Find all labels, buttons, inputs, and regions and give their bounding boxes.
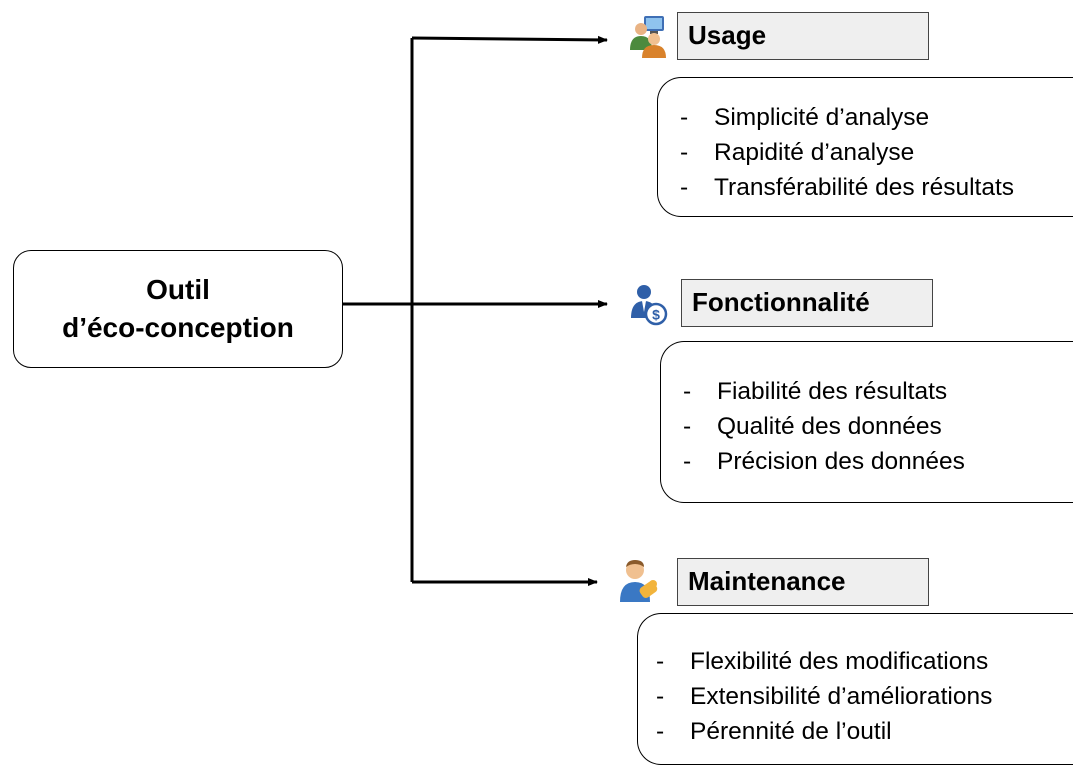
category-title-usage: Usage [677,12,929,60]
svg-text:$: $ [652,307,660,323]
category-title-maintenance: Maintenance [677,558,929,606]
list-item: -Extensibilité d’améliorations [656,683,993,710]
user-key-icon [618,558,658,602]
list-item: -Pérennité de l’outil [656,718,892,745]
list-item: -Transférabilité des résultats [680,174,1015,201]
list-item: -Flexibilité des modifications [656,648,989,675]
root-node: Outil d’éco-conception [13,250,343,368]
list-item: -Précision des données [683,448,965,475]
category-details-maintenance: -Flexibilité des modifications -Extensib… [637,613,1073,765]
arrow-usage [411,35,608,44]
list-item: -Qualité des données [683,413,942,440]
list-item: -Rapidité d’analyse [680,139,915,166]
category-title-fonctionnalite: Fonctionnalité [681,279,933,327]
category-details-fonctionnalite: -Fiabilité des résultats -Qualité des do… [660,341,1073,503]
category-details-usage: -Simplicité d’analyse -Rapidité d’analys… [657,77,1073,217]
root-title-line1: Outil [146,274,210,305]
list-item: -Simplicité d’analyse [680,104,930,131]
users-computer-icon [628,14,668,58]
list-item: -Fiabilité des résultats [683,378,948,405]
root-title-line2: d’éco-conception [62,312,294,343]
user-money-icon: $ [628,282,668,326]
